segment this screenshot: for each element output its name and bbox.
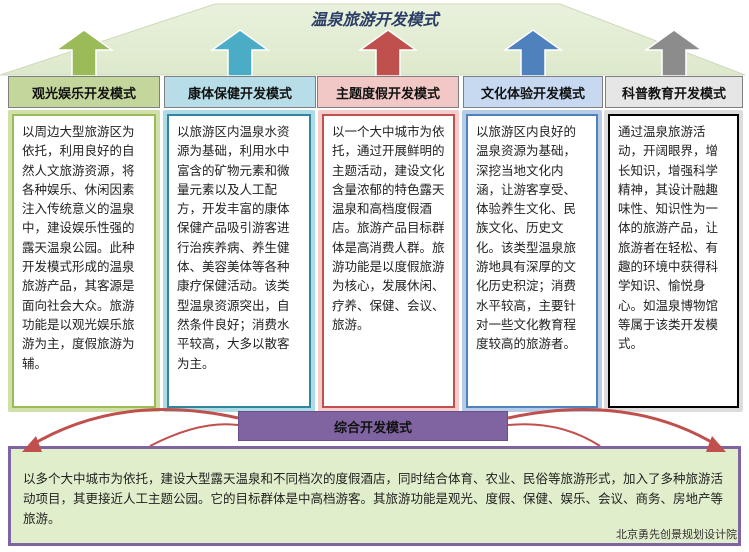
header-sightseeing-entertainment: 观光娱乐开发模式 xyxy=(8,76,160,108)
header-cultural-experience: 文化体验开发模式 xyxy=(463,76,603,108)
integrated-mode-text: 以多个大中城市为依托，建设大型露天温泉和不同档次的度假酒店，同时结合体育、农业、… xyxy=(23,471,724,526)
panel-sightseeing-entertainment: 以周边大型旅游区为依托，利用良好的自然人文旅游资源，将各种娱乐、休闲因素注入传统… xyxy=(8,110,160,412)
panel-text: 以旅游区内温泉水资源为基础，利用水中富含的矿物元素和微量元素以及人工配方，开发丰… xyxy=(167,114,311,408)
panel-science-education: 通过温泉旅游活动，开阔眼界，增长知识，增强科学精神，其设计融趣味性、知识性为一体… xyxy=(604,110,743,412)
curved-arrow-left xyxy=(29,408,239,448)
curved-arrow-inner-left xyxy=(149,423,239,447)
panel-text: 以周边大型旅游区为依托，利用良好的自然人文旅游资源，将各种娱乐、休闲因素注入传统… xyxy=(12,114,156,408)
integrated-mode-panel: 以多个大中城市为依托，建设大型露天温泉和不同档次的度假酒店，同时结合体育、农业、… xyxy=(8,446,741,546)
curved-arrow-right xyxy=(507,408,719,448)
panel-health-wellness: 以旅游区内温泉水资源为基础，利用水中富含的矿物元素和微量元素以及人工配方，开发丰… xyxy=(163,110,315,412)
panel-theme-resort: 以一个大中城市为依托，通过开展鲜明的主题活动，建设文化含量浓郁的特色露天温泉和高… xyxy=(318,110,459,412)
header-health-wellness: 康体保健开发模式 xyxy=(164,76,316,108)
header-science-education: 科普教育开发模式 xyxy=(605,76,743,108)
diagram-title: 温泉旅游开发模式 xyxy=(310,10,439,29)
arrowhead-right xyxy=(706,436,726,452)
panel-text: 以一个大中城市为依托，通过开展鲜明的主题活动，建设文化含量浓郁的特色露天温泉和高… xyxy=(322,114,455,408)
arrowhead-left xyxy=(22,436,42,452)
curved-arrow-inner-right xyxy=(507,423,601,447)
panel-text: 以旅游区内良好的温泉资源为基础，深挖当地文化内涵，让游客享受、体验养生文化、民族… xyxy=(466,114,598,408)
panel-cultural-experience: 以旅游区内良好的温泉资源为基础，深挖当地文化内涵，让游客享受、体验养生文化、民族… xyxy=(462,110,602,412)
panel-text: 通过温泉旅游活动，开阔眼界，增长知识，增强科学精神，其设计融趣味性、知识性为一体… xyxy=(608,114,739,408)
integrated-mode-label: 综合开发模式 xyxy=(238,411,508,441)
watermark: 北京勇先创景规划设计院 xyxy=(616,528,737,541)
header-theme-resort: 主题度假开发模式 xyxy=(317,76,459,108)
